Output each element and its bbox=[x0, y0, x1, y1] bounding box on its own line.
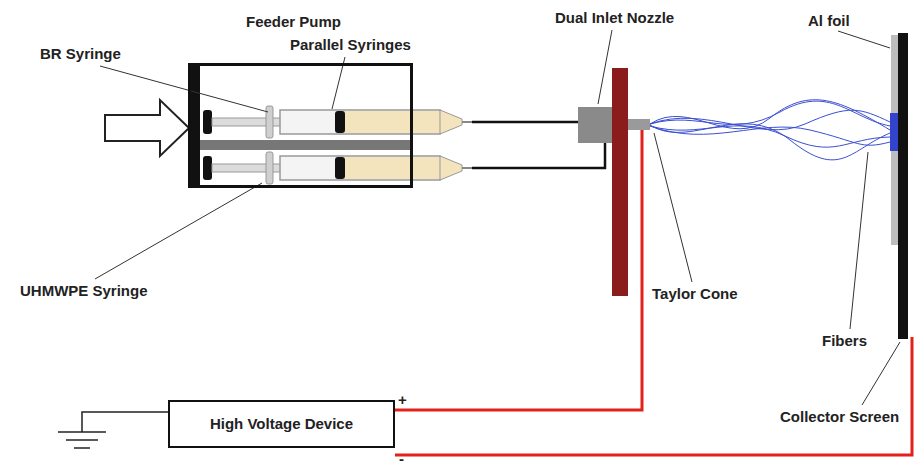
syringe-barrel bbox=[280, 156, 440, 180]
fiber bbox=[650, 110, 890, 130]
positive-wire bbox=[395, 130, 642, 410]
plunger-head bbox=[203, 156, 212, 180]
polarity-sign: - bbox=[399, 450, 404, 468]
fiber-jets bbox=[650, 100, 890, 160]
pump-housing: Feeder Pump bbox=[188, 63, 413, 188]
voltage-source-box: High Voltage Device bbox=[168, 400, 395, 448]
collector-plate bbox=[898, 33, 908, 339]
syringe-tip bbox=[440, 110, 462, 134]
leader-line bbox=[838, 31, 890, 48]
plunger-stopper bbox=[335, 157, 345, 179]
polymer-solution bbox=[344, 111, 440, 133]
box-heading: Feeder Pump bbox=[246, 13, 341, 31]
syringe-top bbox=[203, 106, 472, 138]
part-label: UHMWPE Syringe bbox=[20, 282, 148, 300]
feed-tube bbox=[472, 143, 605, 168]
syringe-barrel bbox=[280, 110, 440, 134]
syringe-divider bbox=[200, 140, 413, 150]
part-label: Al foil bbox=[808, 12, 850, 30]
fiber bbox=[650, 100, 890, 130]
part-label: Fibers bbox=[822, 332, 867, 350]
leader-line bbox=[95, 183, 262, 279]
mount-plate bbox=[612, 68, 628, 296]
leader-lines bbox=[95, 30, 900, 405]
push-arrow bbox=[105, 100, 189, 156]
syringe-flange bbox=[266, 106, 273, 138]
part-label: Parallel Syringes bbox=[290, 36, 411, 54]
leader-line bbox=[598, 30, 612, 104]
feed-tube bbox=[472, 121, 580, 124]
box-label: High Voltage Device bbox=[210, 415, 353, 433]
syringe-flange bbox=[266, 152, 273, 184]
part-label: BR Syringe bbox=[40, 45, 121, 63]
nozzle-tip bbox=[628, 119, 650, 130]
plunger-stopper bbox=[335, 111, 345, 133]
part-label: Taylor Cone bbox=[652, 285, 738, 303]
fiber bbox=[650, 126, 890, 145]
ground-symbol bbox=[74, 447, 90, 449]
polymer-solution bbox=[344, 157, 440, 179]
fiber bbox=[650, 101, 890, 126]
syringe-bottom bbox=[203, 152, 472, 184]
leader-line bbox=[862, 342, 900, 405]
fiber-deposit bbox=[890, 113, 898, 151]
part-label: Collector Screen bbox=[780, 408, 899, 426]
aluminium-foil bbox=[891, 35, 898, 245]
ground-wire bbox=[82, 412, 168, 432]
leader-line bbox=[100, 66, 268, 112]
needle bbox=[462, 167, 472, 169]
leader-line bbox=[850, 152, 868, 329]
part-label: Dual Inlet Nozzle bbox=[555, 9, 674, 27]
polarity-sign: + bbox=[398, 391, 407, 409]
negative-wire bbox=[395, 337, 912, 455]
needle bbox=[462, 121, 472, 123]
ground-symbol bbox=[66, 439, 98, 441]
plunger-head bbox=[203, 110, 212, 134]
syringe-tip bbox=[440, 156, 462, 180]
leader-line bbox=[654, 133, 692, 282]
ground-symbol bbox=[58, 431, 106, 433]
fiber bbox=[650, 126, 890, 147]
nozzle-body bbox=[578, 107, 612, 143]
